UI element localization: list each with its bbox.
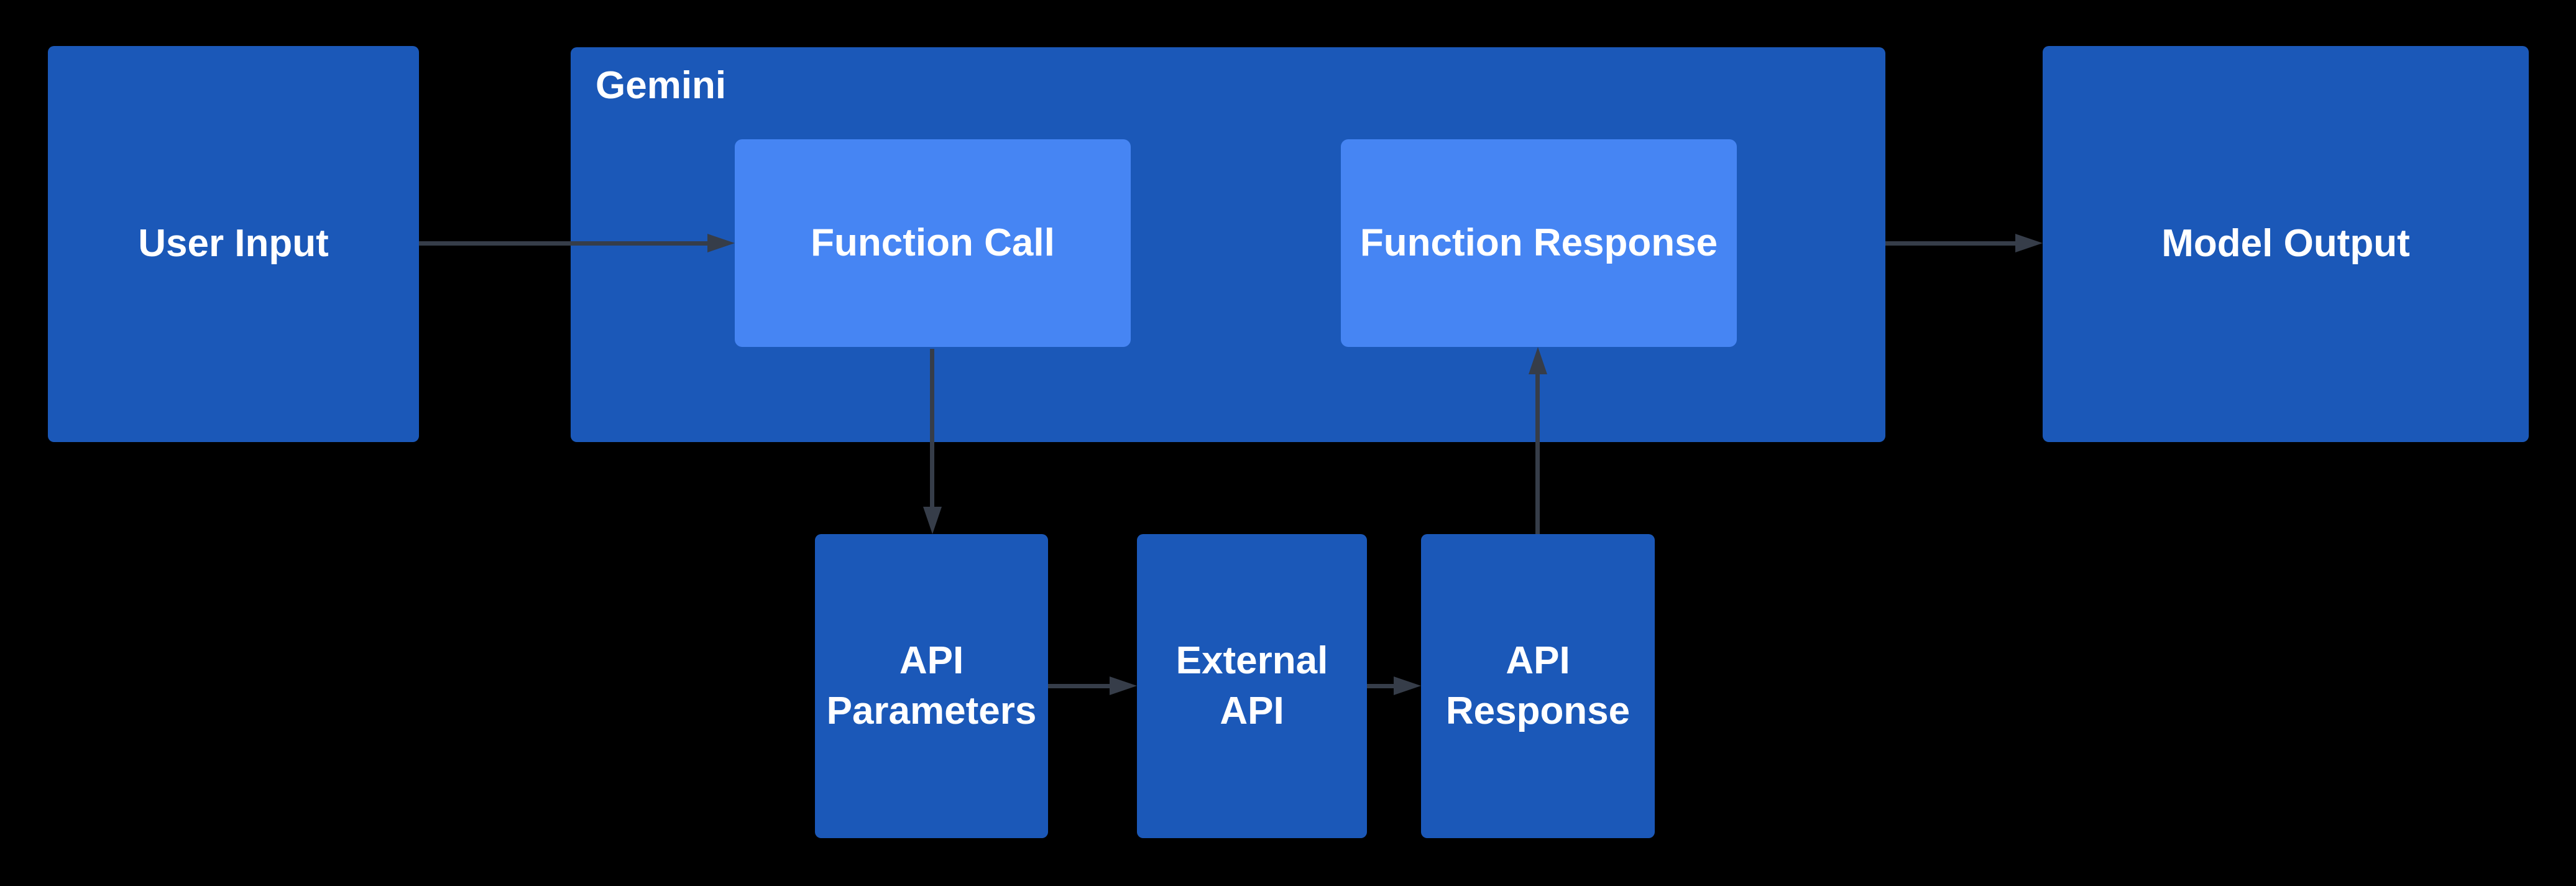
- node-function-response: Function Response: [1341, 139, 1737, 347]
- arrow-shaft: [1885, 241, 2015, 246]
- node-function-response-label: Function Response: [1359, 221, 1718, 264]
- arrow-shaft: [1367, 684, 1394, 688]
- arrow-shaft: [419, 241, 707, 246]
- node-external-api: External API: [1137, 534, 1367, 838]
- node-api-parameters-label: API Parameters: [826, 639, 1037, 732]
- arrowhead-right-icon: [707, 234, 735, 252]
- gemini-container-label: Gemini: [596, 64, 727, 107]
- arrowhead-down-icon: [923, 507, 942, 534]
- node-function-call: Function Call: [735, 139, 1131, 347]
- node-model-output-label: Model Output: [2161, 222, 2410, 265]
- arrow-shaft: [930, 349, 934, 507]
- arrowhead-right-icon: [2015, 234, 2043, 252]
- node-model-output: Model Output: [2043, 46, 2529, 442]
- arrow-shaft: [1048, 684, 1110, 688]
- node-api-parameters: API Parameters: [815, 534, 1048, 838]
- node-user-input-label: User Input: [138, 222, 329, 265]
- arrow-shaft: [1535, 373, 1540, 534]
- node-user-input: User Input: [48, 46, 419, 442]
- node-api-response-label: API Response: [1445, 639, 1631, 732]
- node-gemini-container: Gemini Function Call Function Response: [571, 47, 1885, 442]
- arrowhead-right-icon: [1110, 676, 1137, 695]
- node-external-api-label: External API: [1175, 639, 1328, 732]
- node-function-call-label: Function Call: [811, 221, 1055, 264]
- node-api-response: API Response: [1421, 534, 1655, 838]
- arrowhead-up-icon: [1529, 347, 1547, 374]
- arrowhead-right-icon: [1394, 676, 1421, 695]
